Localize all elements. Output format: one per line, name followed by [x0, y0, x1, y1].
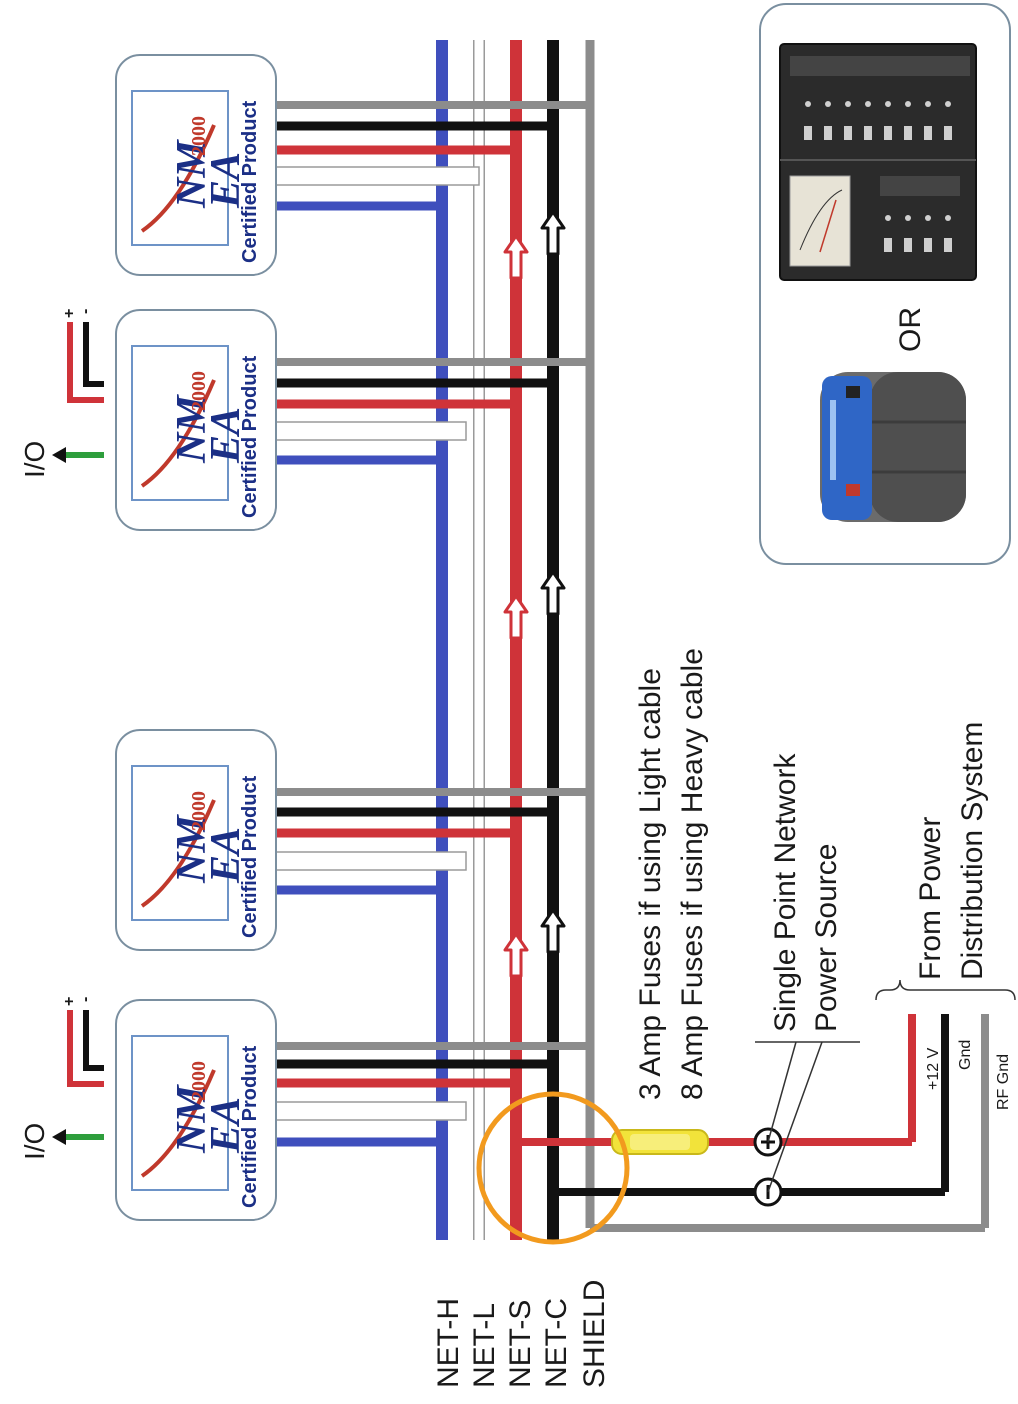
plus-sign: + — [61, 997, 78, 1006]
power-feed — [516, 979, 1016, 1232]
nmea2000-logo-icon: NM EA 2000 — [169, 116, 249, 209]
certified-product-label: Certified Product — [239, 1045, 261, 1208]
svg-text:2000: 2000 — [188, 1061, 210, 1101]
device-1-drop-wires — [275, 101, 590, 211]
device-3: NM EA 2000 Certified Product — [114, 728, 590, 952]
plus-sign: + — [61, 309, 78, 318]
device-1: NM EA 2000 Certified Product — [114, 53, 590, 277]
minus-sign: - — [77, 309, 94, 314]
certified-product-label: Certified Product — [239, 100, 261, 263]
power-source-box: OR — [759, 3, 1011, 565]
power-input-icon — [67, 322, 104, 403]
io-label: I/O — [19, 441, 50, 478]
net-c-label: NET-C — [540, 1298, 573, 1388]
net-s-label: NET-S — [504, 1300, 537, 1388]
power-input-icon — [67, 1010, 104, 1087]
net-l-label: NET-L — [468, 1303, 501, 1388]
certified-product-label: Certified Product — [239, 355, 261, 518]
nmea2000-logo-icon: NM EA 2000 — [169, 371, 249, 464]
svg-text:NM: NM — [169, 814, 215, 884]
up-arrow-icon — [540, 908, 566, 954]
bus-labels: NET-H NET-L NET-S NET-C SHIELD — [432, 1280, 611, 1388]
certified-product-label: Certified Product — [239, 775, 261, 938]
rf-gnd-label: RF Gnd — [995, 1054, 1012, 1110]
fuse-note-line1: 3 Amp Fuses if using Light cable — [634, 668, 667, 1100]
nmea2000-logo-icon: NM EA 2000 — [169, 791, 249, 884]
svg-text:NM: NM — [169, 394, 215, 464]
up-arrow-icon — [503, 234, 529, 280]
distribution-line2: Distribution System — [956, 722, 989, 980]
battery-icon — [820, 372, 966, 522]
svg-text:EA: EA — [203, 1097, 249, 1154]
fuse-highlight-circle — [476, 1091, 630, 1245]
v12-label: +12 V — [925, 1047, 942, 1090]
switch-panel-icon — [779, 43, 977, 281]
up-arrow-icon — [540, 210, 566, 256]
svg-text:2000: 2000 — [188, 791, 210, 831]
shield-label: SHIELD — [578, 1280, 611, 1388]
io-arrow-icon — [52, 447, 104, 463]
minus-sign: - — [77, 997, 94, 1002]
up-arrow-icon — [503, 932, 529, 978]
device-3-drop-wires — [275, 788, 590, 895]
up-arrow-icon — [540, 570, 566, 616]
svg-text:EA: EA — [203, 827, 249, 884]
io-label: I/O — [19, 1123, 50, 1160]
net-h-label: NET-H — [432, 1298, 465, 1388]
fuse-note-line2: 8 Amp Fuses if using Heavy cable — [676, 648, 709, 1100]
svg-text:NM: NM — [169, 139, 215, 209]
or-label: OR — [894, 307, 927, 352]
io-arrow-icon — [52, 1129, 104, 1145]
svg-text:EA: EA — [203, 152, 249, 209]
fuse-icon — [611, 1129, 709, 1155]
svg-text:EA: EA — [203, 407, 249, 464]
nmea2000-logo-icon: NM EA 2000 — [169, 1061, 249, 1154]
power-source-line2: Power Source — [810, 844, 843, 1032]
svg-text:NM: NM — [169, 1084, 215, 1154]
up-arrow-icon — [503, 594, 529, 640]
device-2-drop-wires — [275, 358, 590, 465]
device-4: NM EA 2000 Certified Product I/O + - — [19, 997, 590, 1222]
device-4-drop-wires — [275, 1042, 590, 1147]
svg-text:2000: 2000 — [188, 116, 210, 156]
device-2: NM EA 2000 Certified Product I/O + - — [19, 308, 590, 532]
distribution-line1: From Power — [914, 817, 947, 980]
svg-text:2000: 2000 — [188, 371, 210, 411]
gnd-label: Gnd — [957, 1040, 974, 1070]
power-source-line1: Single Point Network — [769, 753, 802, 1032]
